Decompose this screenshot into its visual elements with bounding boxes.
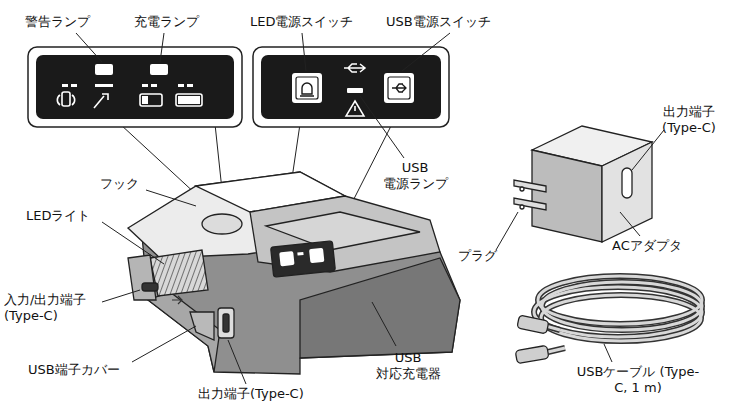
- part-label: USB 電源ランプ: [372, 160, 458, 193]
- part-label: 充電ランプ: [134, 14, 199, 30]
- usb-cable: [515, 276, 702, 364]
- part-label: 出力端子 (Type-C): [648, 104, 730, 137]
- part-label: ACアダプタ: [612, 238, 682, 254]
- part-label: 出力端子(Type-C): [198, 386, 304, 402]
- part-label: USB端子カバー: [28, 362, 120, 378]
- part-label: 警告ランプ: [25, 14, 90, 30]
- leader-lines: [76, 33, 664, 384]
- part-label: フック: [100, 176, 139, 192]
- ac-adapter: [514, 126, 652, 242]
- part-label: USB電源スイッチ: [386, 14, 491, 30]
- part-label: プラグ: [458, 248, 497, 264]
- switch-panel: [253, 47, 449, 127]
- part-label: LEDライト: [26, 208, 90, 224]
- part-label: USB 対応充電器: [362, 350, 454, 383]
- usb-charger: [128, 172, 460, 374]
- part-label: 入力/出力端子 (Type-C): [4, 292, 116, 325]
- part-label: LED電源スイッチ: [250, 14, 353, 30]
- lamp-panel: [28, 47, 242, 127]
- part-label: USBケーブル (Type-C, 1 m): [574, 364, 702, 397]
